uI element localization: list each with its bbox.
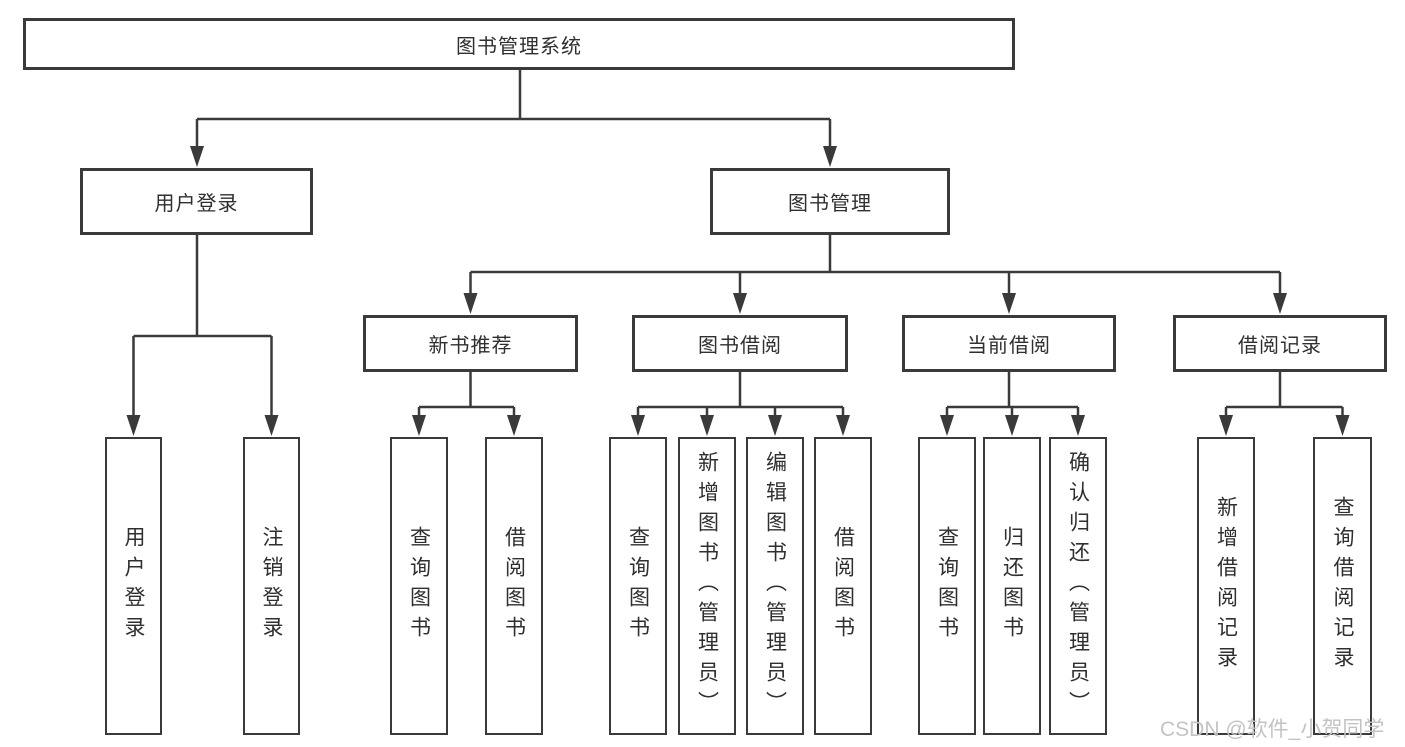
connector-current-borrowing-children — [940, 372, 1085, 436]
node-current-borrowing: 当前借阅 — [902, 315, 1116, 372]
node-leaf-edit-books-admin-label: 编辑图书（管理员） — [763, 451, 787, 721]
node-leaf-return-books: 归还图书 — [983, 437, 1041, 735]
node-user-login: 用户登录 — [80, 168, 313, 235]
node-current-borrowing-label: 当前借阅 — [967, 335, 1051, 357]
node-new-book-recommend-label: 新书推荐 — [428, 335, 513, 357]
connector-borrowing-records-children — [1219, 372, 1350, 436]
node-borrowing-records-label: 借阅记录 — [1238, 335, 1322, 357]
node-book-management: 图书管理 — [710, 168, 950, 235]
node-leaf-return-books-label: 归还图书 — [1000, 526, 1024, 646]
node-leaf-edit-books-admin: 编辑图书（管理员） — [746, 437, 804, 735]
node-leaf-borrow-books: 借阅图书 — [814, 437, 872, 735]
node-leaf-query-books-borrow-label: 查询图书 — [626, 526, 650, 646]
node-leaf-query-books-borrow: 查询图书 — [609, 437, 667, 735]
node-leaf-user-login: 用户登录 — [105, 437, 162, 735]
node-leaf-add-books-admin: 新增图书（管理员） — [678, 437, 736, 735]
node-leaf-add-borrow-record: 新增借阅记录 — [1197, 437, 1255, 735]
node-leaf-logout: 注销登录 — [243, 437, 300, 735]
csdn-watermark: CSDN @软件_小贺同学 — [1160, 718, 1385, 741]
node-leaf-query-books-recommend: 查询图书 — [390, 437, 448, 735]
node-root: 图书管理系统 — [23, 18, 1015, 70]
node-leaf-confirm-return-admin-label: 确认归还（管理员） — [1066, 451, 1090, 721]
connector-book-management-children — [463, 235, 1287, 314]
connector-book-borrowing-children — [631, 372, 850, 436]
node-leaf-borrow-books-recommend: 借阅图书 — [485, 437, 543, 735]
node-leaf-add-books-admin-label: 新增图书（管理员） — [695, 451, 719, 721]
node-leaf-query-borrow-record-label: 查询借阅记录 — [1331, 496, 1354, 676]
node-leaf-add-borrow-record-label: 新增借阅记录 — [1214, 496, 1238, 676]
node-book-borrowing-label: 图书借阅 — [698, 335, 782, 357]
node-leaf-query-books-current: 查询图书 — [918, 437, 976, 735]
node-leaf-borrow-books-label: 借阅图书 — [831, 526, 855, 646]
connector-root-to-level2 — [190, 70, 837, 167]
node-book-management-label: 图书管理 — [788, 193, 872, 215]
node-leaf-query-books-current-label: 查询图书 — [935, 526, 959, 646]
node-leaf-confirm-return-admin: 确认归还（管理员） — [1049, 437, 1107, 735]
node-root-label: 图书管理系统 — [456, 35, 582, 58]
node-leaf-user-login-label: 用户登录 — [122, 526, 145, 646]
node-leaf-borrow-books-recommend-label: 借阅图书 — [502, 526, 526, 646]
node-new-book-recommend: 新书推荐 — [363, 315, 578, 372]
connector-user-login-children — [126, 235, 279, 436]
connector-new-book-recommend-children — [412, 372, 521, 436]
node-leaf-query-books-recommend-label: 查询图书 — [407, 526, 431, 646]
node-borrowing-records: 借阅记录 — [1173, 315, 1387, 372]
node-leaf-query-borrow-record: 查询借阅记录 — [1313, 437, 1372, 735]
node-book-borrowing: 图书借阅 — [632, 315, 848, 372]
node-leaf-logout-label: 注销登录 — [260, 526, 283, 646]
node-user-login-label: 用户登录 — [154, 193, 239, 215]
